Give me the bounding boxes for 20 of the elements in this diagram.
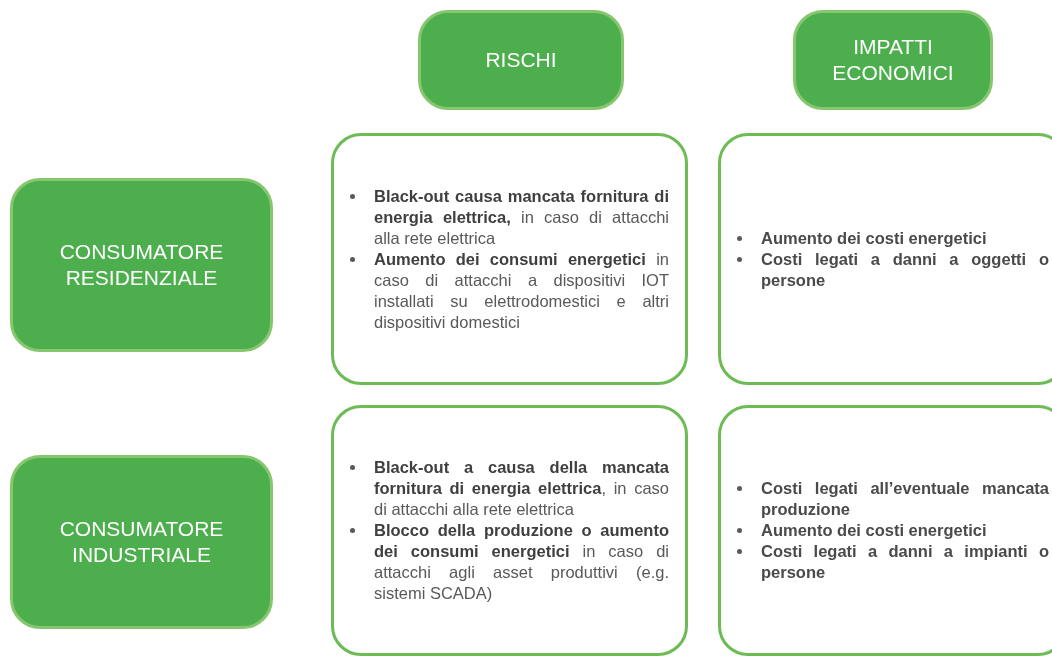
header-box bbox=[10, 455, 273, 629]
bullet-item: Costi legati all’eventuale mancata produzione bbox=[761, 478, 1049, 520]
header-box bbox=[418, 10, 624, 110]
header-text: CONSUMATORE INDUSTRIALE bbox=[58, 516, 225, 568]
header-text: RISCHI bbox=[484, 47, 558, 73]
bullet-item: Black-out a causa della mancata fornitura di energia elettrica, in caso di attacchi alla rete elettrica bbox=[374, 457, 669, 520]
bullet-list-box bbox=[718, 133, 1052, 385]
header-box bbox=[793, 10, 993, 110]
bullet-item: Blocco della produzione o aumento dei consumi energetici in caso di attacchi agli asset produttivi (e.g. sistemi SCADA) bbox=[374, 520, 669, 604]
bullet-list-box bbox=[718, 405, 1052, 656]
header-text: IMPATTI ECONOMICI bbox=[831, 34, 955, 86]
header-box bbox=[10, 178, 273, 352]
bullet-item: Aumento dei consumi energetici in caso di attacchi a dispositivi IOT installati su elettrodomestici e altri dispositivi domestici bbox=[374, 248, 669, 333]
bullet-item: Costi legati a danni a impianti o persone bbox=[761, 541, 1049, 583]
bullet-list-box bbox=[331, 133, 688, 385]
bullet-item: Costi legati a danni a oggetti o persone bbox=[761, 248, 1049, 291]
bullet-item: Aumento dei costi energetici bbox=[761, 227, 1049, 249]
header-text: CONSUMATORE RESIDENZIALE bbox=[58, 239, 225, 291]
bullet-list-box bbox=[331, 405, 688, 656]
bullet-item: Aumento dei costi energetici bbox=[761, 520, 1049, 541]
